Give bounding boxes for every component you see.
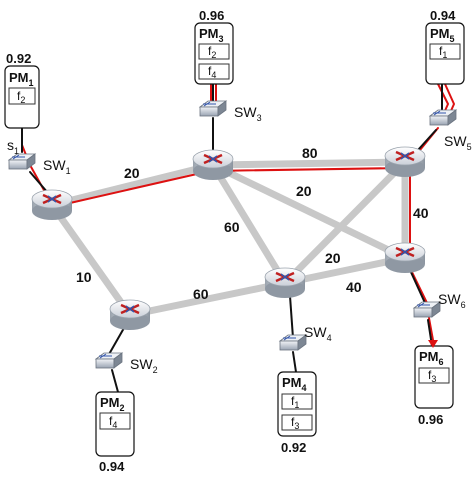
function-label: f4 <box>208 64 216 80</box>
weight-r4-r6: 40 <box>346 279 362 295</box>
function-slot <box>198 63 230 80</box>
link-r2-r3 <box>209 158 409 169</box>
machine-name: PM2 <box>100 395 125 413</box>
machine-name: PM3 <box>199 26 224 44</box>
weight-r3-r4: 20 <box>325 250 341 266</box>
function-label: f3 <box>428 368 436 384</box>
router-2[interactable] <box>192 149 234 180</box>
switch-label: SW5 <box>444 133 472 152</box>
switch-icon <box>7 153 37 170</box>
access-links <box>21 83 443 393</box>
access-sw1-r1 <box>29 171 49 194</box>
switch-sw5[interactable]: SW5 <box>428 109 472 152</box>
access-r5-sw2 <box>107 327 125 357</box>
weight-r2-r4: 60 <box>224 219 240 235</box>
weight-r3-r6: 40 <box>413 205 429 221</box>
switch-icon <box>278 334 308 351</box>
function-slot <box>429 43 461 60</box>
switch-icon <box>94 352 124 369</box>
function-slot <box>281 414 313 431</box>
weight-r1-r5: 10 <box>76 269 92 285</box>
switch-label: SW2 <box>130 356 158 375</box>
machine-pm4[interactable]: PM4 f1 f3 0.92 <box>277 371 317 455</box>
switch-sw3[interactable]: SW3 <box>198 100 262 123</box>
machine-pm6[interactable]: PM6 f3 0.96 <box>414 345 454 427</box>
switch-label: SW1 <box>43 157 71 176</box>
link-r2-r6 <box>209 161 409 262</box>
function-label: f1 <box>439 44 447 60</box>
switch-label: SW6 <box>438 291 466 310</box>
machine-score: 0.92 <box>6 51 31 66</box>
link-r5-r4 <box>126 279 289 319</box>
router-3[interactable] <box>384 146 426 177</box>
switch-label: SW3 <box>234 104 262 123</box>
weight-r1-r2: 20 <box>124 165 140 181</box>
link-r2-r4 <box>209 161 289 287</box>
weight-r5-r4: 60 <box>193 286 209 302</box>
switches: SW1 SW2 SW3 <box>7 100 472 375</box>
function-slot <box>281 393 313 410</box>
machine-name: PM4 <box>282 375 307 393</box>
switch-icon <box>198 100 228 117</box>
switch-sw6[interactable]: SW6 <box>412 291 466 318</box>
function-label: f2 <box>208 44 216 60</box>
router-5[interactable] <box>109 299 151 330</box>
function-label: f2 <box>17 89 25 105</box>
machine-name: PM1 <box>9 70 34 88</box>
switch-sw4[interactable]: SW4 <box>278 324 332 351</box>
machine-name: PM6 <box>419 349 444 367</box>
link-weights: 20 80 10 60 60 20 40 20 40 <box>76 145 429 302</box>
machine-score: 0.94 <box>99 459 125 474</box>
machine-score: 0.96 <box>199 8 224 23</box>
backbone-links <box>48 158 409 319</box>
access-sw5-r3 <box>417 129 437 151</box>
function-label: f1 <box>291 394 299 410</box>
machine-pm1[interactable]: 0.92 PM1 f2 <box>4 51 40 129</box>
access-r4-sw4 <box>289 295 294 339</box>
source-label: s1 <box>7 137 19 156</box>
router-4[interactable] <box>264 267 306 298</box>
router-6[interactable] <box>384 242 426 273</box>
machine-pm2[interactable]: PM2 f4 0.94 <box>95 391 135 474</box>
path-arrows <box>428 340 438 348</box>
link-r3-r4 <box>281 158 409 287</box>
switch-sw1[interactable]: SW1 <box>7 153 71 176</box>
link-r1-r5 <box>48 201 134 319</box>
weight-r2-r6: 20 <box>296 183 312 199</box>
switch-icon <box>428 109 458 126</box>
machine-score: 0.94 <box>430 8 456 23</box>
machine-pm5[interactable]: 0.94 PM5 f1 <box>425 8 465 85</box>
access-r6-sw6 <box>409 269 426 304</box>
function-slot <box>99 412 131 430</box>
arrow-to-pm6 <box>428 340 438 348</box>
access-sw4-pm4 <box>292 351 297 373</box>
access-sw2-pm2 <box>111 369 119 393</box>
machine-score: 0.96 <box>418 412 443 427</box>
function-slot <box>198 43 230 60</box>
function-slot <box>8 87 36 105</box>
machine-pm3[interactable]: 0.96 PM3 f2 f4 <box>194 8 234 85</box>
physical-machines: 0.92 PM1 f2 PM2 f4 0.94 0.96 PM3 f2 f4 <box>4 8 465 474</box>
router-1[interactable] <box>31 189 73 220</box>
link-r1-r2 <box>48 161 217 209</box>
path-sw6-pm6 <box>428 317 434 341</box>
machine-score: 0.92 <box>281 440 306 455</box>
function-label: f4 <box>109 414 117 430</box>
switch-icon <box>412 301 442 318</box>
function-label: f3 <box>291 415 299 431</box>
weight-r2-r3: 80 <box>302 145 318 161</box>
switch-label: SW4 <box>304 324 332 343</box>
function-slot <box>418 367 450 384</box>
machine-name: PM5 <box>430 26 455 44</box>
routers <box>31 146 426 330</box>
switch-sw2[interactable]: SW2 <box>94 352 158 375</box>
